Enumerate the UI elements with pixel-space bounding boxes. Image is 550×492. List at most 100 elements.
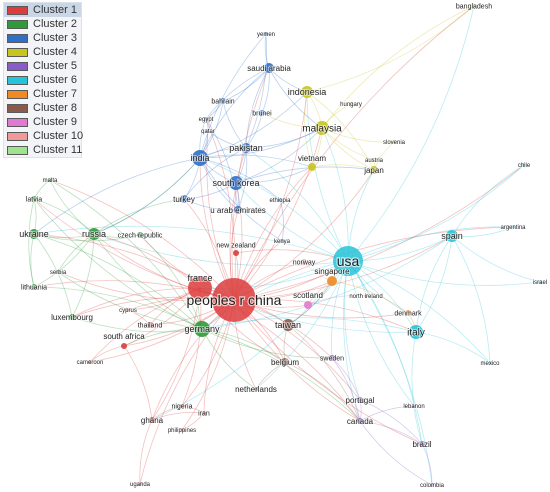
- node-denmark[interactable]: [405, 310, 411, 316]
- node-portugal[interactable]: [357, 397, 363, 403]
- node-yemen[interactable]: [264, 32, 268, 36]
- node-israel[interactable]: [538, 280, 542, 284]
- link-taiwan-canada: [287, 324, 361, 422]
- node-singapore[interactable]: [327, 276, 337, 286]
- node-scotland[interactable]: [304, 301, 312, 309]
- node-colombia[interactable]: [430, 483, 434, 487]
- node-france[interactable]: [188, 276, 212, 300]
- node-canada[interactable]: [357, 418, 363, 424]
- node-austria[interactable]: [372, 158, 376, 162]
- legend-item-cluster-6[interactable]: Cluster 6: [4, 73, 81, 87]
- link-usa-colombia: [347, 260, 433, 486]
- legend-swatch: [7, 89, 28, 99]
- node-south-africa[interactable]: [121, 343, 127, 349]
- node-norway[interactable]: [301, 259, 307, 265]
- legend-item-cluster-3[interactable]: Cluster 3: [4, 31, 81, 45]
- node-japan[interactable]: [370, 166, 378, 174]
- node-spain[interactable]: [446, 230, 458, 242]
- link-germany-belgium: [201, 328, 286, 363]
- node-philippines[interactable]: [180, 428, 184, 432]
- node-brazil[interactable]: [419, 441, 425, 447]
- node-label-north-ireland: north ireland: [349, 294, 382, 300]
- legend-item-cluster-5[interactable]: Cluster 5: [4, 59, 81, 73]
- node-label-cameroon: cameroon: [77, 360, 104, 366]
- node-malta[interactable]: [48, 178, 52, 182]
- legend-swatch: [7, 103, 28, 113]
- legend-item-cluster-1[interactable]: Cluster 1: [4, 3, 81, 17]
- link-usa-malaysia: [321, 127, 349, 262]
- link-france-ghana: [151, 287, 201, 421]
- node-label-turkey: turkey: [173, 195, 195, 204]
- legend-item-cluster-2[interactable]: Cluster 2: [4, 17, 81, 31]
- node-mexico[interactable]: [488, 361, 492, 365]
- node-cyprus[interactable]: [126, 308, 130, 312]
- node-egypt[interactable]: [204, 117, 208, 121]
- node-taiwan[interactable]: [282, 319, 294, 331]
- link-spain-germany: [201, 235, 453, 330]
- node-label-russia: russia: [82, 229, 106, 239]
- node-bahrain[interactable]: [220, 98, 226, 104]
- node-turkey[interactable]: [180, 195, 188, 203]
- node-pakistan[interactable]: [241, 143, 251, 153]
- node-brunei[interactable]: [259, 110, 265, 116]
- legend-item-cluster-8[interactable]: Cluster 8: [4, 101, 81, 115]
- legend-item-cluster-9[interactable]: Cluster 9: [4, 115, 81, 129]
- node-kenya[interactable]: [280, 239, 284, 243]
- node-slovenia[interactable]: [392, 140, 396, 144]
- node-luxembourg[interactable]: [69, 314, 75, 320]
- node-germany[interactable]: [194, 321, 210, 337]
- node-iran[interactable]: [202, 411, 206, 415]
- legend-item-cluster-11[interactable]: Cluster 11: [4, 143, 82, 157]
- node-russia[interactable]: [88, 228, 100, 240]
- node-north-ireland[interactable]: [364, 294, 368, 298]
- legend-label: Cluster 9: [33, 116, 78, 128]
- node-hungary[interactable]: [349, 102, 353, 106]
- legend-swatch: [7, 117, 28, 127]
- legend-item-cluster-4[interactable]: Cluster 4: [4, 45, 81, 59]
- node-belgium[interactable]: [281, 358, 289, 366]
- node-lebanon[interactable]: [412, 404, 416, 408]
- node-label-italy: italy: [407, 328, 425, 339]
- legend-item-cluster-7[interactable]: Cluster 7: [4, 87, 81, 101]
- node-new-zealand[interactable]: [233, 250, 239, 256]
- node-argentina[interactable]: [511, 225, 515, 229]
- node-label-usa: usa: [337, 253, 360, 269]
- node-usa[interactable]: [333, 246, 363, 276]
- node-netherlands[interactable]: [254, 387, 258, 391]
- node-saudi-arabia[interactable]: [264, 63, 274, 73]
- node-label-ghana: ghana: [141, 416, 164, 425]
- node-india[interactable]: [192, 150, 208, 166]
- legend-item-cluster-10[interactable]: Cluster 10: [4, 129, 83, 143]
- node-label-pakistan: pakistan: [229, 143, 263, 153]
- node-ghana[interactable]: [149, 417, 155, 423]
- node-latvia[interactable]: [31, 196, 37, 202]
- node-lithuania[interactable]: [31, 284, 37, 290]
- node-serbia[interactable]: [56, 270, 60, 274]
- node-uganda[interactable]: [138, 482, 142, 486]
- node-south-korea[interactable]: [229, 176, 243, 190]
- node-thailand[interactable]: [147, 322, 153, 328]
- node-sweden[interactable]: [329, 355, 335, 361]
- node-cameroon[interactable]: [88, 360, 92, 364]
- link-spain-israel: [451, 235, 541, 283]
- link-canada-colombia: [359, 420, 433, 486]
- node-vietnam[interactable]: [308, 163, 316, 171]
- link-france-cameroon: [89, 287, 201, 363]
- link-pakistan-yemen: [245, 33, 267, 149]
- node-chile[interactable]: [522, 163, 526, 167]
- node-czech[interactable]: [137, 232, 143, 238]
- node-malaysia[interactable]: [315, 121, 329, 135]
- node-china[interactable]: [212, 278, 256, 322]
- node-uae[interactable]: [234, 206, 242, 214]
- node-ethiopia[interactable]: [278, 198, 282, 202]
- node-label-denmark: denmark: [394, 310, 422, 317]
- node-italy[interactable]: [409, 325, 423, 339]
- node-indonesia[interactable]: [301, 86, 313, 98]
- node-bangladesh[interactable]: [472, 4, 476, 8]
- node-label-indonesia: indonesia: [288, 87, 327, 97]
- node-ukraine[interactable]: [29, 229, 39, 239]
- node-qatar[interactable]: [206, 129, 210, 133]
- node-label-bangladesh: bangladesh: [456, 3, 492, 10]
- node-nigeria[interactable]: [180, 404, 184, 408]
